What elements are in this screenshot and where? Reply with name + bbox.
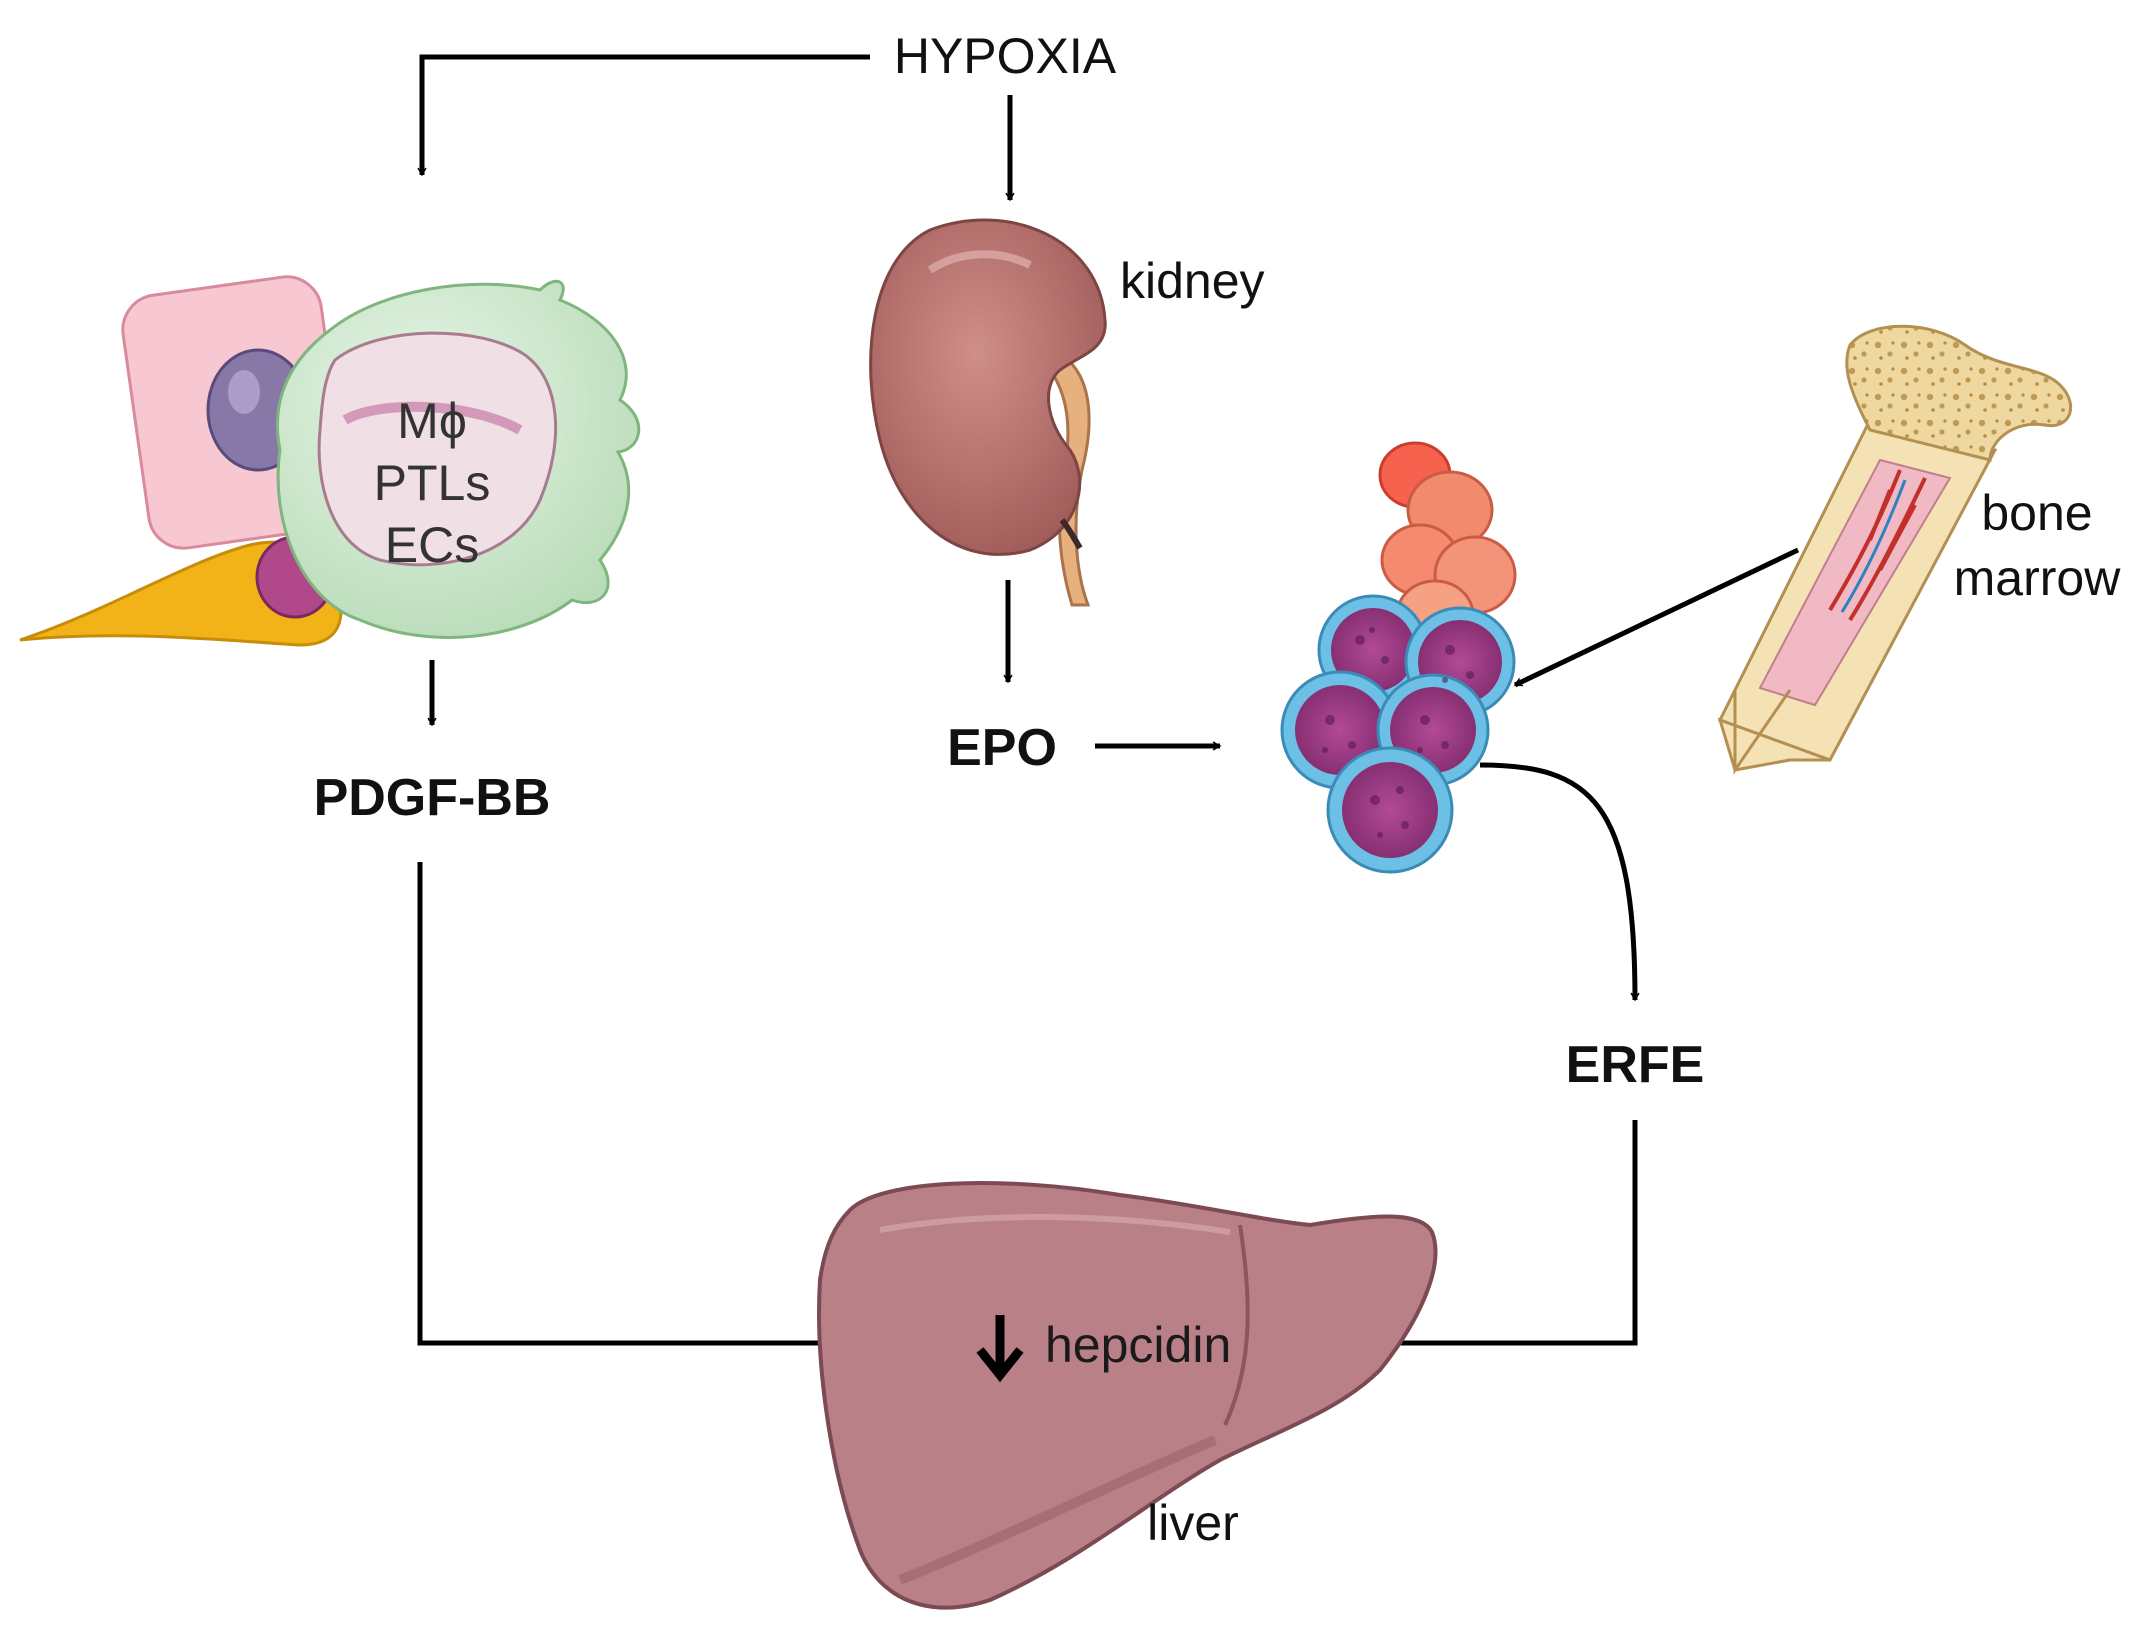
decrease-arrow-icon bbox=[976, 1315, 1024, 1383]
label-pdgf-bb: PDGF-BB bbox=[314, 769, 551, 827]
bone-illustration bbox=[1717, 324, 2073, 775]
connector-lines bbox=[417, 54, 1800, 1380]
cell-label-endothelial: ECs bbox=[385, 517, 479, 573]
arrow-hypoxia-to-cells bbox=[417, 54, 870, 177]
macrophage-nucleus-shape bbox=[317, 331, 558, 567]
liver-illustration bbox=[817, 1181, 1438, 1610]
bone-cut-end-shape bbox=[1717, 717, 1831, 772]
arrow-bone-marrow-to-erythroblasts bbox=[1513, 547, 1800, 688]
erythroblast-cluster-illustration bbox=[1280, 441, 1517, 874]
liver-shape bbox=[817, 1181, 1438, 1610]
label-erfe: ERFE bbox=[1566, 1036, 1705, 1094]
label-bone: bone bbox=[1981, 485, 2092, 541]
label-marrow: marrow bbox=[1954, 550, 2122, 606]
label-kidney: kidney bbox=[1120, 253, 1265, 309]
kidney-shape bbox=[869, 218, 1107, 556]
line-pdgf-to-hepcidin bbox=[417, 862, 960, 1346]
bone-head-shape bbox=[1845, 324, 2073, 462]
cell-cluster-illustration: Mϕ PTLs ECs bbox=[19, 275, 641, 647]
kidney-illustration bbox=[869, 218, 1107, 607]
line-erfe-to-hepcidin bbox=[1300, 1120, 1638, 1346]
erythroblast-cells bbox=[1280, 594, 1516, 874]
cell-label-platelets: PTLs bbox=[374, 455, 491, 511]
label-hypoxia: HYPOXIA bbox=[894, 28, 1117, 84]
cell-label-macrophage: Mϕ bbox=[397, 393, 467, 449]
label-liver: liver bbox=[1147, 1495, 1239, 1551]
arrow-erythroblasts-to-erfe bbox=[1479, 762, 1640, 1002]
label-epo: EPO bbox=[947, 719, 1057, 777]
label-hepcidin: hepcidin bbox=[1045, 1317, 1231, 1373]
